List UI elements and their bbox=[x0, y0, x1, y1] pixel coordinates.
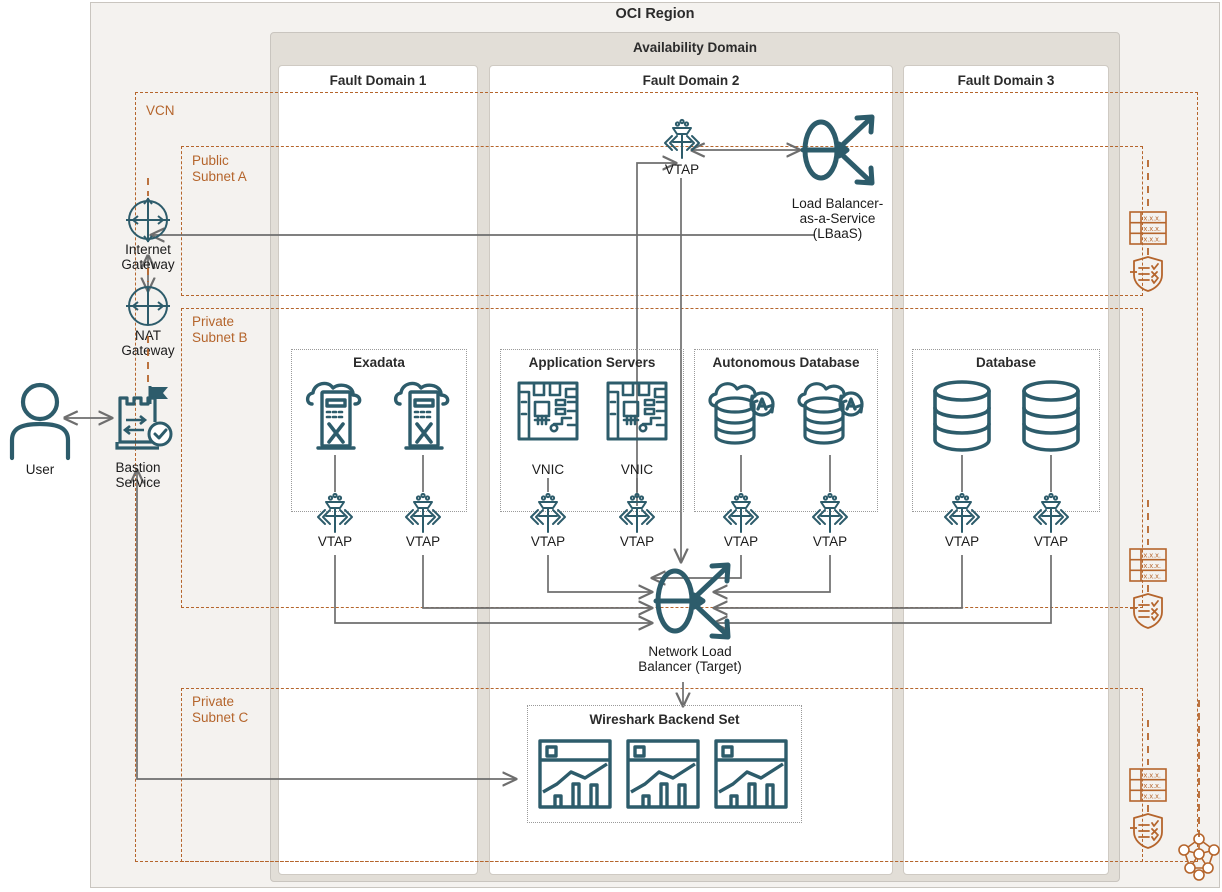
vnic-icon bbox=[605, 378, 669, 442]
vtap-label: VTAP bbox=[317, 534, 353, 549]
vtap-label: VTAP bbox=[405, 534, 441, 549]
autonomous-database-node-icon bbox=[706, 378, 778, 450]
route-entry: x.x.x. bbox=[1144, 550, 1162, 559]
exadata-node-icon bbox=[305, 378, 366, 454]
vtap-public-label: VTAP bbox=[664, 162, 700, 177]
vtap-icon bbox=[525, 492, 571, 538]
private-subnet-b-label: Private Subnet B bbox=[192, 314, 248, 345]
vtap-label: VTAP bbox=[723, 534, 759, 549]
autonomous-database-group bbox=[694, 349, 878, 512]
vtap-icon bbox=[939, 492, 985, 538]
internet-gateway-icon bbox=[120, 192, 176, 248]
route-table-icon: x.x.x. x.x.x. x.x.x. bbox=[1128, 545, 1168, 585]
bastion-service-icon bbox=[112, 382, 174, 454]
route-table-icon: x.x.x. x.x.x. x.x.x. bbox=[1128, 208, 1168, 248]
route-entry: x.x.x. bbox=[1144, 213, 1162, 222]
exadata-title: Exadata bbox=[353, 355, 405, 370]
vtap-label: VTAP bbox=[1033, 534, 1069, 549]
user-label: User bbox=[25, 462, 55, 477]
network-load-balancer-icon bbox=[645, 555, 735, 647]
autonomous-database-title: Autonomous Database bbox=[712, 355, 860, 370]
vtap-icon bbox=[807, 492, 853, 538]
bastion-service-label: Bastion Service bbox=[115, 460, 161, 490]
vtap-icon bbox=[718, 492, 764, 538]
vtap-public-icon bbox=[659, 118, 705, 164]
fault-domain-1-title: Fault Domain 1 bbox=[329, 73, 427, 88]
nat-gateway-icon bbox=[120, 278, 176, 334]
vtap-label: VTAP bbox=[812, 534, 848, 549]
internet-gateway-label: Internet Gateway bbox=[121, 242, 175, 272]
database-node-icon bbox=[930, 378, 994, 454]
user-icon bbox=[8, 382, 72, 461]
wireshark-node-icon bbox=[625, 738, 701, 810]
route-entry: x.x.x. bbox=[1144, 781, 1162, 790]
vtap-label: VTAP bbox=[944, 534, 980, 549]
fault-domain-3 bbox=[903, 65, 1109, 875]
vtap-icon bbox=[312, 492, 358, 538]
vtap-icon bbox=[400, 492, 446, 538]
exadata-group bbox=[291, 349, 467, 512]
fault-domain-2-title: Fault Domain 2 bbox=[642, 73, 740, 88]
network-mesh-icon bbox=[1176, 832, 1222, 881]
oci-region-title: OCI Region bbox=[615, 6, 695, 22]
route-table-icon: x.x.x. x.x.x. x.x.x. bbox=[1128, 765, 1168, 805]
fault-domain-3-title: Fault Domain 3 bbox=[957, 73, 1055, 88]
exadata-node-icon bbox=[393, 378, 454, 454]
lbaas-label: Load Balancer- as-a-Service (LBaaS) bbox=[791, 196, 884, 241]
nat-gateway-label: NAT Gateway bbox=[121, 328, 175, 358]
network-load-balancer-label: Network Load Balancer (Target) bbox=[638, 644, 742, 674]
route-entry: x.x.x. bbox=[1144, 792, 1162, 801]
route-entry: x.x.x. bbox=[1144, 572, 1162, 581]
application-servers-title: Application Servers bbox=[528, 355, 656, 370]
vnic-icon bbox=[516, 378, 580, 442]
public-subnet-a-label: Public Subnet A bbox=[192, 153, 247, 184]
vtap-label: VTAP bbox=[530, 534, 566, 549]
vnic-label: VNIC bbox=[620, 462, 654, 477]
vtap-icon bbox=[1028, 492, 1074, 538]
route-entry: x.x.x. bbox=[1144, 224, 1162, 233]
database-node-icon bbox=[1019, 378, 1083, 454]
database-title: Database bbox=[975, 355, 1037, 370]
autonomous-database-node-icon bbox=[795, 378, 867, 450]
lbaas-icon bbox=[795, 110, 879, 194]
database-group bbox=[912, 349, 1100, 512]
route-entry: x.x.x. bbox=[1144, 561, 1162, 570]
security-list-icon bbox=[1132, 255, 1164, 293]
wireshark-node-icon bbox=[713, 738, 789, 810]
security-list-icon bbox=[1132, 592, 1164, 630]
security-list-icon bbox=[1132, 812, 1164, 850]
application-servers-group bbox=[500, 349, 684, 512]
vcn-label: VCN bbox=[146, 103, 175, 118]
vtap-icon bbox=[614, 492, 660, 538]
wireshark-backend-set-title: Wireshark Backend Set bbox=[589, 712, 740, 727]
vnic-label: VNIC bbox=[531, 462, 565, 477]
wireshark-node-icon bbox=[537, 738, 613, 810]
vtap-label: VTAP bbox=[619, 534, 655, 549]
route-entry: x.x.x. bbox=[1144, 235, 1162, 244]
private-subnet-c-label: Private Subnet C bbox=[192, 694, 249, 725]
availability-domain-title: Availability Domain bbox=[632, 40, 758, 55]
route-entry: x.x.x. bbox=[1144, 770, 1162, 779]
wireshark-backend-set-group bbox=[527, 705, 802, 823]
